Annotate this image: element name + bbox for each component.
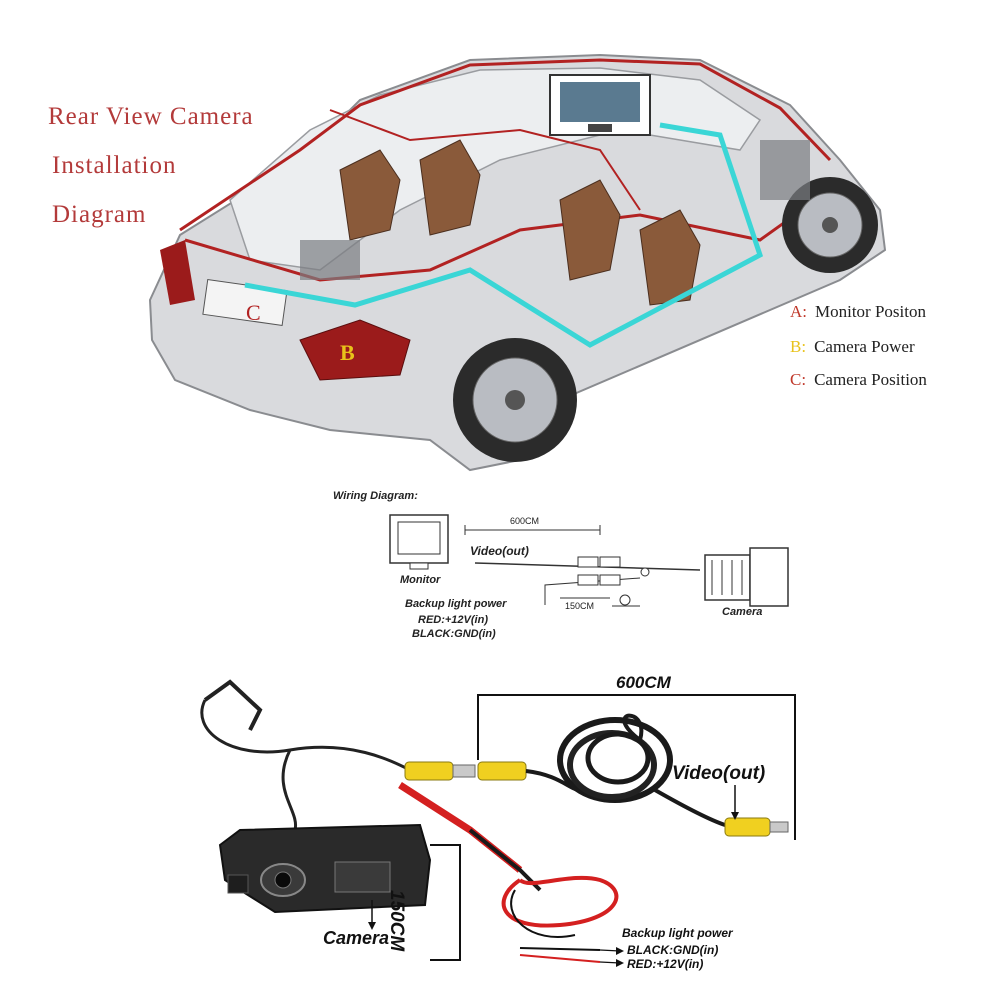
legend-text-c: Camera Position <box>814 370 927 389</box>
legend-item-b: B: Camera Power <box>790 337 915 357</box>
photo-camera-label: Camera <box>323 928 390 948</box>
legend-key-c: C: <box>790 370 807 389</box>
photo-backup-power: Backup light power <box>622 926 733 940</box>
photo-red: RED:+12V(in) <box>627 957 704 971</box>
legend-key-a: A: <box>790 302 807 321</box>
photo-black: BLACK:GND(in) <box>627 943 719 957</box>
wiring-length-main: 600CM <box>510 516 540 526</box>
wiring-black: BLACK:GND(in) <box>412 628 496 640</box>
dimension-600cm <box>477 694 796 840</box>
wiring-backup-power: Backup light power <box>405 598 507 610</box>
car-outline <box>179 58 832 232</box>
legend-item-c: C: Camera Position <box>790 370 927 390</box>
legend-text-a: Monitor Positon <box>815 302 926 321</box>
car-label-c: C <box>246 300 261 325</box>
title-line-3: Diagram <box>52 201 147 228</box>
title-line-2: Installation <box>52 152 177 179</box>
dimension-150cm <box>430 844 461 961</box>
wiring-video-out: Video(out) <box>470 544 529 558</box>
legend-key-b: B: <box>790 337 807 356</box>
rca-connector-right <box>477 761 527 781</box>
wiring-monitor-label: Monitor <box>400 574 441 586</box>
wiring-camera-label: Camera <box>722 606 763 618</box>
photo-length-main: 600CM <box>616 673 671 692</box>
wiring-heading: Wiring Diagram: <box>333 490 418 502</box>
rca-video-out <box>724 817 771 837</box>
wiring-red: RED:+12V(in) <box>418 614 488 626</box>
legend-text-b: Camera Power <box>814 337 915 356</box>
car-label-b: B <box>340 340 355 365</box>
title-line-1: Rear View Camera <box>48 103 254 130</box>
rca-connector-left <box>404 761 454 781</box>
wiring-length-power: 150CM <box>565 601 595 611</box>
legend-item-a: A: Monitor Positon <box>790 302 926 322</box>
photo-video-out: Video(out) <box>672 763 766 784</box>
cable-route <box>244 122 764 348</box>
